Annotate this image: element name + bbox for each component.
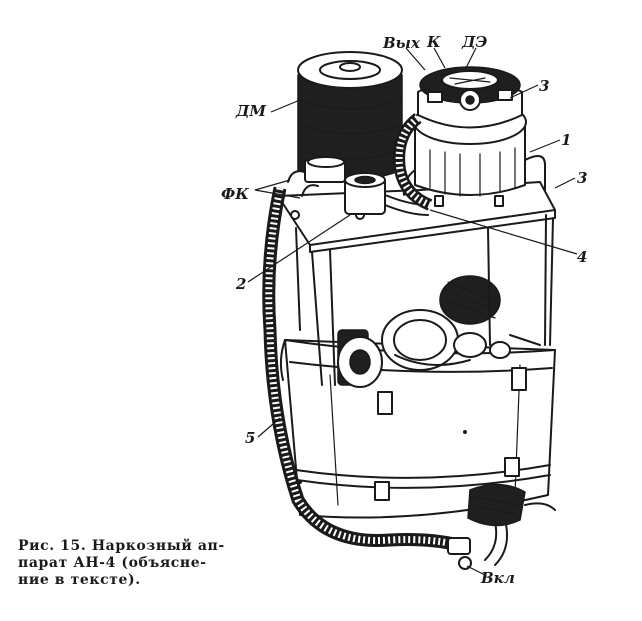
- inlet-mask-vkl: [447, 483, 556, 570]
- filter-canister-fk: [287, 170, 429, 216]
- caption-line-3: ние в тексте).: [18, 572, 141, 588]
- vaporizer-drum: [402, 66, 546, 207]
- case-contents: [337, 275, 541, 388]
- label-3-right: 3: [577, 169, 587, 187]
- caption-line-1: Рис. 15. Наркозный ап-: [18, 538, 225, 554]
- label-vyh: Вых: [382, 34, 421, 52]
- figure-caption: Рис. 15. Наркозный ап- парат АН-4 (объяс…: [18, 538, 243, 589]
- label-2: 2: [235, 275, 246, 293]
- label-k: К: [426, 33, 441, 51]
- label-3-top: 3: [539, 77, 549, 95]
- label-5: 5: [245, 429, 255, 447]
- label-4: 4: [577, 248, 587, 266]
- label-1: 1: [561, 131, 571, 149]
- caption-line-2: парат АН-4 (объясне-: [18, 555, 207, 571]
- corrugated-hoses: [262, 113, 460, 552]
- label-dz: ДЭ: [461, 33, 487, 51]
- bellows-dm: [297, 51, 403, 183]
- label-vkl: Вкл: [480, 569, 515, 587]
- label-fk: ФК: [221, 185, 249, 203]
- leader-lines: [247, 47, 578, 576]
- label-dm: ДМ: [235, 102, 266, 120]
